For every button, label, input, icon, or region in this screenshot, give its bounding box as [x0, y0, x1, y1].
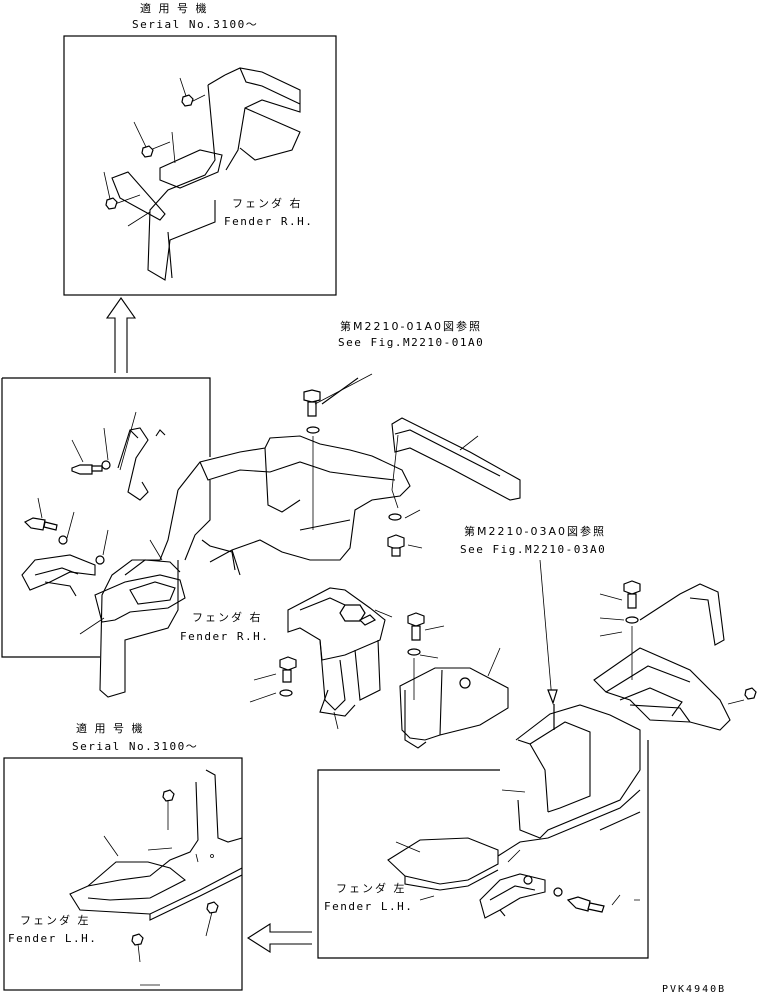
bottom-right-frame	[317, 704, 649, 959]
bottom-inset-fender-drawing	[69, 769, 243, 986]
main-fender-label-en: Fender R.H.	[180, 630, 269, 643]
top-inset-fender-drawing	[103, 67, 301, 281]
ref-top-en: See Fig.M2210-01A0	[338, 336, 484, 349]
left-detail-box	[1, 377, 211, 658]
ref-right-arrowhead	[547, 689, 558, 705]
bottom-inset-fender-label-jp: フェンダ 左	[20, 913, 91, 927]
bottom-right-fender-drawing	[387, 704, 641, 919]
left-arrow-icon	[246, 922, 312, 954]
bottom-right-fender-label-jp: フェンダ 左	[336, 881, 407, 895]
top-inset-serial-title-en: Serial No.3100～	[132, 18, 258, 31]
bottom-inset-fender-label-en: Fender L.H.	[8, 932, 97, 945]
ref-right-leader	[539, 559, 553, 701]
ref-top-jp: 第M2210-01A0図参照	[340, 319, 482, 333]
up-arrow-icon	[105, 297, 137, 373]
top-inset: 適 用 号 機 Serial No.3100～ フェンダ 右 Fender R.…	[63, 1, 337, 296]
right-upper-assembly	[593, 580, 757, 731]
top-inset-serial-title-jp: 適 用 号 機	[140, 1, 209, 15]
ref-right-en: See Fig.M2210-03A0	[460, 543, 606, 556]
bottom-inset: 適 用 号 機 Serial No.3100～ フェンダ 左 Fender L.…	[3, 721, 243, 991]
top-inset-fender-label-jp: フェンダ 右	[232, 196, 303, 210]
main-assembly-drawing	[21, 373, 521, 749]
bottom-right-fender-label-en: Fender L.H.	[324, 900, 413, 913]
bottom-inset-serial-title-en: Serial No.3100～	[72, 740, 198, 753]
bottom-inset-frame	[3, 757, 243, 991]
drawing-code: PVK4940B	[662, 984, 726, 995]
top-inset-frame	[63, 35, 337, 296]
top-inset-fender-label-en: Fender R.H.	[224, 215, 313, 228]
bottom-inset-serial-title-jp: 適 用 号 機	[76, 721, 145, 735]
ref-right-jp: 第M2210-03A0図参照	[464, 524, 606, 538]
bottom-right-box: フェンダ 左 Fender L.H.	[317, 704, 649, 959]
left-detail-frame	[1, 377, 211, 658]
main-fender-label-jp: フェンダ 右	[192, 610, 263, 624]
